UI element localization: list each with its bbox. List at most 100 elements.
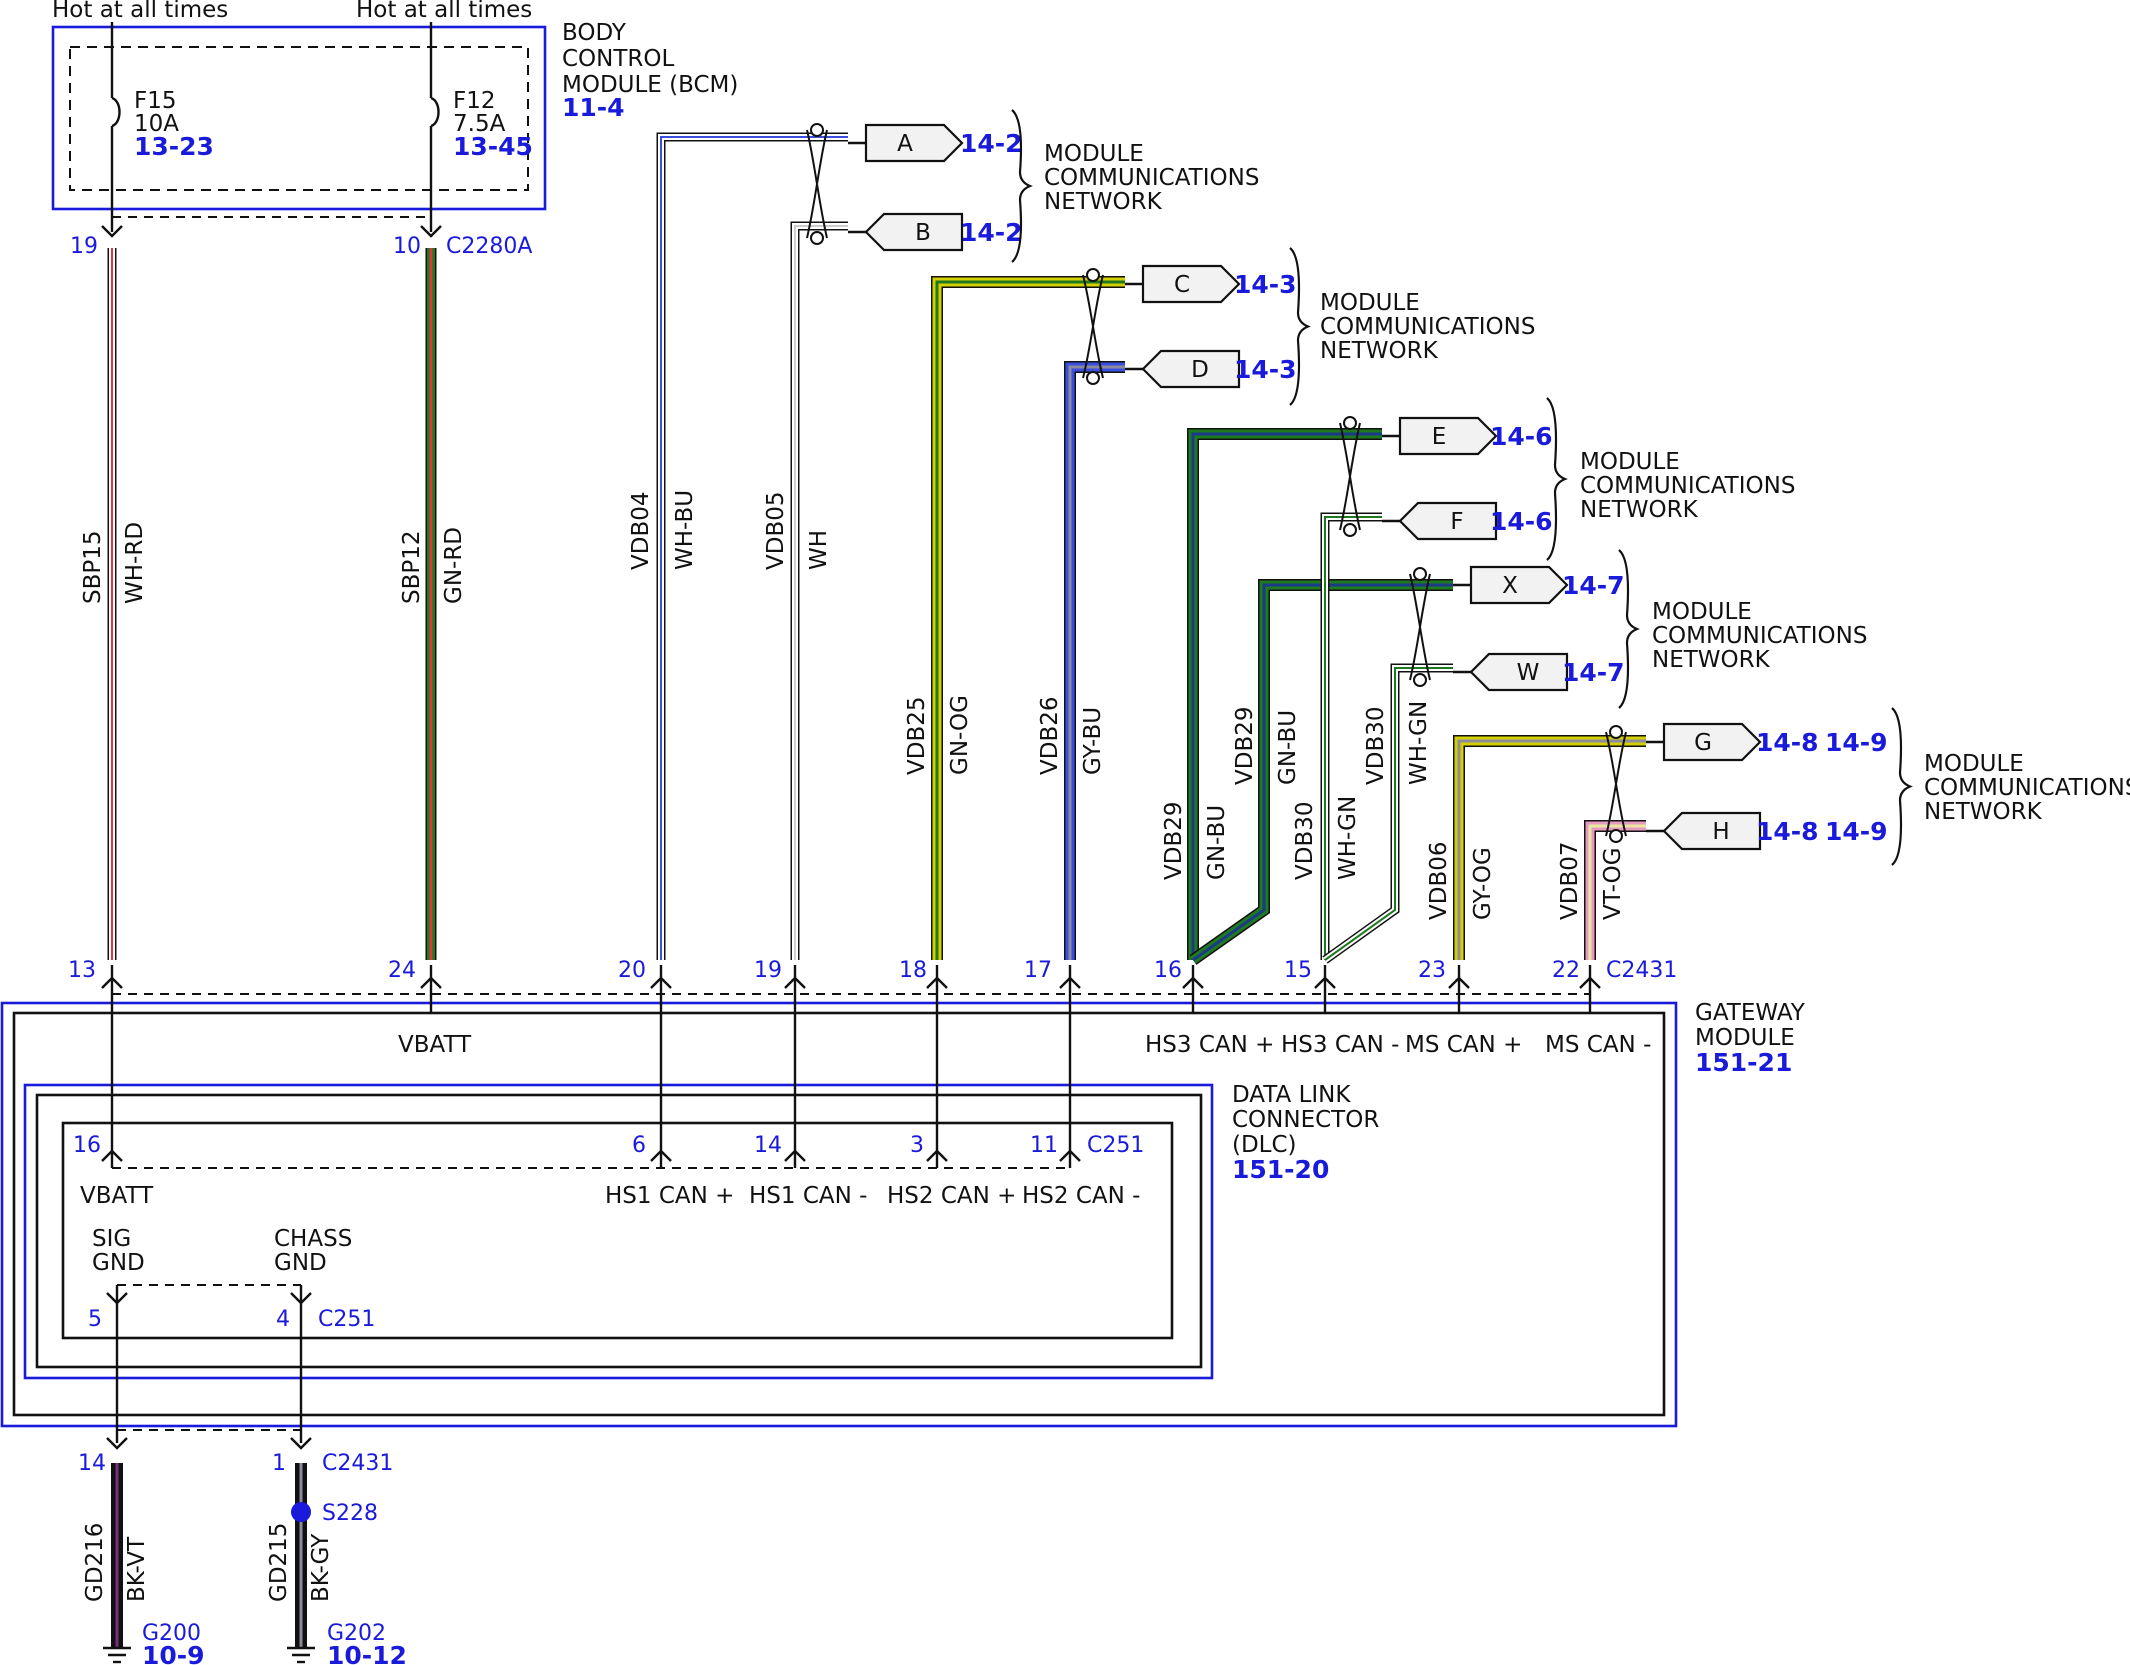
gd215-circuit: GD215 bbox=[266, 1523, 292, 1602]
connector-a-ref: 14-2 bbox=[960, 129, 1023, 158]
gateway-pins: 13 24 20 19 18 17 16 15 23 22 C2431 bbox=[68, 958, 1677, 983]
svg-text:COMMUNICATIONS: COMMUNICATIONS bbox=[1320, 314, 1535, 340]
connector-e: E 14-6 bbox=[1382, 416, 1553, 456]
connector-a-letter: A bbox=[897, 131, 913, 157]
svg-text:MODULE: MODULE bbox=[1652, 599, 1752, 625]
connector-c-ref: 14-3 bbox=[1234, 270, 1297, 299]
connector-h-ref-2: 14-9 bbox=[1825, 817, 1888, 846]
wire-1-color: GN-RD bbox=[441, 527, 467, 604]
wire-0-color: WH-RD bbox=[122, 522, 148, 604]
wire-3-color: WH bbox=[806, 530, 832, 570]
dlc-ground-pin-4: 4 bbox=[276, 1307, 290, 1332]
wire-6-circuit: VDB29 bbox=[1161, 802, 1187, 881]
gw-signal-hs3-minus: HS3 CAN - bbox=[1281, 1032, 1399, 1058]
dlc-signal-vbatt: VBATT bbox=[80, 1183, 154, 1209]
network-brace-2 bbox=[1546, 397, 1568, 561]
dlc-ground-connector-id: C251 bbox=[318, 1307, 375, 1332]
bcm-ref: 11-4 bbox=[562, 93, 625, 122]
svg-text:MODULE: MODULE bbox=[1044, 141, 1144, 167]
dlc-signal-hs1-minus: HS1 CAN - bbox=[749, 1183, 867, 1209]
wire-11-color: VT-OG bbox=[1600, 847, 1626, 920]
data-link-connector: DATA LINK CONNECTOR (DLC) 151-20 bbox=[23, 1082, 1379, 1380]
wire-7-color: GN-BU bbox=[1275, 710, 1301, 785]
network-brace-0 bbox=[1011, 109, 1033, 263]
connector-e-ref: 14-6 bbox=[1490, 422, 1553, 451]
module-communications-networks: MODULE COMMUNICATIONS NETWORK MODULE COM… bbox=[1044, 141, 2130, 825]
gateway-pin-arrow-3 bbox=[784, 965, 806, 1168]
fuse-f15-name: F15 bbox=[134, 88, 177, 114]
svg-text:NETWORK: NETWORK bbox=[1652, 647, 1771, 673]
connector-g-ref-2: 14-9 bbox=[1825, 728, 1888, 757]
gateway-ref: 151-21 bbox=[1695, 1048, 1792, 1077]
gw-pin-22: 22 bbox=[1552, 958, 1580, 983]
wire-runs bbox=[101, 123, 1646, 1168]
gw-signal-ms-minus: MS CAN - bbox=[1545, 1032, 1651, 1058]
bcm-pin-19: 19 bbox=[70, 234, 98, 259]
network-label-ef: MODULE COMMUNICATIONS NETWORK bbox=[1580, 449, 1795, 523]
dlc-pin-14: 14 bbox=[754, 1133, 782, 1158]
dlc-signal-hs1-plus: HS1 CAN + bbox=[605, 1183, 734, 1209]
gateway-pin-arrow-9 bbox=[1579, 965, 1601, 1013]
dlc-ground-pin-5: 5 bbox=[88, 1307, 102, 1332]
gd216-color: BK-VT bbox=[124, 1536, 150, 1602]
gd215-color: BK-GY bbox=[308, 1533, 334, 1602]
twist-ef bbox=[1339, 416, 1361, 537]
wire-2-circuit: VDB04 bbox=[628, 492, 654, 571]
fuse-f12-ref: 13-45 bbox=[453, 132, 533, 161]
dlc-pin-16: 16 bbox=[73, 1133, 101, 1158]
wire-4-circuit: VDB25 bbox=[904, 697, 930, 776]
fuse-f15-ref: 13-23 bbox=[134, 132, 214, 161]
gw-pin-15: 15 bbox=[1284, 958, 1312, 983]
fuse-f12-name: F12 bbox=[453, 88, 496, 114]
wire-3-circuit: VDB05 bbox=[763, 492, 789, 571]
wire-vdb29a bbox=[1187, 428, 1382, 960]
gateway-pin-arrow-4 bbox=[926, 965, 948, 1168]
ground-pin-1: 1 bbox=[272, 1451, 286, 1476]
dlc-signal-hs2-minus: HS2 CAN - bbox=[1022, 1183, 1140, 1209]
ground-connector-id: C2431 bbox=[322, 1451, 393, 1476]
wire-9-color: WH-GN bbox=[1406, 701, 1432, 785]
g202-label: G202 bbox=[327, 1621, 386, 1646]
gw-signal-hs3-plus: HS3 CAN + bbox=[1145, 1032, 1274, 1058]
svg-text:NETWORK: NETWORK bbox=[1320, 338, 1439, 364]
dlc-pins: 16 6 14 3 11 C251 bbox=[73, 1133, 1144, 1158]
splice-s228-dot bbox=[291, 1502, 311, 1522]
connector-w-ref: 14-7 bbox=[1562, 658, 1625, 687]
gateway-module: GATEWAY MODULE 151-21 bbox=[0, 1000, 1806, 1428]
dlc-connector-id: C251 bbox=[1087, 1133, 1144, 1158]
wire-vdb29b bbox=[1189, 579, 1453, 965]
gateway-pin-arrow-5 bbox=[1059, 965, 1081, 1168]
twist-cd bbox=[1082, 268, 1104, 385]
connector-d-letter: D bbox=[1191, 357, 1209, 383]
gateway-signals: VBATT HS3 CAN + HS3 CAN - MS CAN + MS CA… bbox=[398, 1032, 1651, 1058]
ground-wires: 14 1 C2431 GD216 BK-VT G200 10-9 S228 GD… bbox=[78, 1429, 407, 1665]
splice-s228-label: S228 bbox=[322, 1501, 378, 1526]
body-control-module: BODY CONTROL MODULE (BCM) 11-4 bbox=[51, 20, 738, 211]
gw-connector-id: C2431 bbox=[1606, 958, 1677, 983]
wire-4-color: GN-OG bbox=[947, 695, 973, 775]
bcm-pin-arrow-1 bbox=[420, 225, 442, 238]
g200-label: G200 bbox=[142, 1621, 201, 1646]
wire-6-color: GN-BU bbox=[1204, 805, 1230, 880]
connector-b-letter: B bbox=[915, 220, 931, 246]
connector-a: A 14-2 bbox=[848, 123, 1023, 163]
wire-vdb07 bbox=[1584, 820, 1646, 960]
gateway-pin-arrow-1 bbox=[420, 965, 442, 1013]
svg-text:NETWORK: NETWORK bbox=[1924, 799, 2043, 825]
network-label-cd: MODULE COMMUNICATIONS NETWORK bbox=[1320, 290, 1535, 364]
network-brace-3 bbox=[1618, 549, 1640, 709]
twist-xw bbox=[1409, 567, 1431, 687]
gw-pin-17: 17 bbox=[1024, 958, 1052, 983]
dlc-pin-6: 6 bbox=[632, 1133, 646, 1158]
bcm-label-line-1: BODY bbox=[562, 20, 627, 46]
gw-pin-16: 16 bbox=[1154, 958, 1182, 983]
wire-vdb30b bbox=[1322, 663, 1453, 964]
gateway-pin-arrow-8 bbox=[1448, 965, 1470, 1013]
connector-e-letter: E bbox=[1432, 424, 1447, 450]
bcm-connector-id: C2280A bbox=[446, 234, 532, 259]
